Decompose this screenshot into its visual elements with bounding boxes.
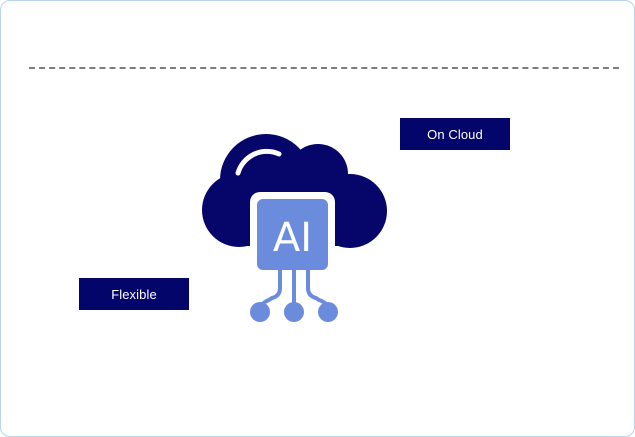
flexible-label: Flexible [79,278,189,310]
chip-icon [257,199,328,270]
on-cloud-label-text: On Cloud [427,126,483,142]
flexible-label-text: Flexible [111,286,157,302]
cloud-highlight [235,148,282,176]
ai-cloud-icon: AI [202,134,387,322]
on-cloud-label: On Cloud [400,118,510,150]
circuit-nodes-icon [250,302,338,322]
chip-label: AI [273,215,312,261]
dashed-divider [29,67,619,69]
